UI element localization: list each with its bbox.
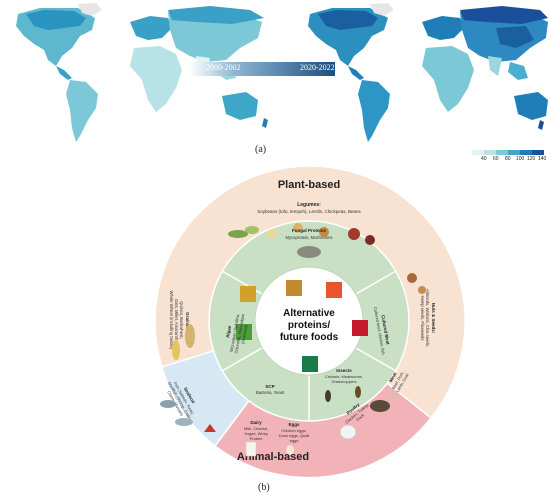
dairy-title: Dairy: [250, 420, 262, 425]
center-title-line2: proteins/: [288, 320, 330, 331]
plant-based-heading: Plant-based: [278, 179, 340, 191]
sdg-icon-2: [240, 286, 256, 302]
dairy-line2: Yogurt, Whey: [244, 431, 268, 436]
grains-illustration: [172, 324, 195, 360]
scp-items: Bacteria, Yeast: [256, 390, 285, 395]
poultry-line2: Duck: [355, 412, 365, 422]
eggs-title: Eggs: [288, 422, 299, 427]
canada-right: [318, 10, 378, 30]
nuts-title: Nuts & Seeds:: [431, 303, 436, 334]
insects-line2: Grasshoppers: [331, 379, 356, 384]
legumes-items: Soybeans (tofu, tempeh), Lentils, Chickp…: [257, 209, 361, 214]
grains-title: Grains:: [185, 312, 190, 328]
grains-line3: Whole Wheat (including Seitan): [169, 291, 174, 350]
year-start-label: 2000-2002: [206, 63, 241, 72]
australia-left: [222, 92, 258, 120]
seafood-illustration: [160, 400, 216, 432]
legend-swatch: [508, 150, 520, 155]
legend-swatch: [532, 150, 544, 155]
central-america-right: [348, 66, 364, 80]
europe-left: [130, 16, 172, 40]
dairy-line1: Milk, Cheese,: [244, 426, 268, 431]
nuts-line2: Hemp seeds, Flaxseeds: [420, 296, 425, 341]
center-title-line1: Alternative: [283, 308, 335, 319]
legend-tick: 80: [505, 156, 511, 162]
russia-left: [168, 6, 264, 24]
legend-tick: 100: [516, 156, 525, 162]
dairy-illustration: [245, 441, 257, 457]
greenland-right: [370, 3, 394, 16]
dairy-line3: Protein: [250, 436, 263, 441]
legend-tick: 140: [538, 156, 547, 162]
legend-tick: 40: [481, 156, 487, 162]
south-america-left: [66, 80, 98, 142]
year-end-label: 2020-2022: [300, 63, 335, 72]
insects-illustration: [325, 386, 361, 402]
cultured-title: Cultured Meat: [380, 315, 390, 346]
legumes-illustration: [228, 223, 375, 245]
meat-illustration: [370, 392, 400, 412]
meat-title: Meat: [388, 371, 398, 383]
algae-title: Algae: [225, 325, 232, 338]
insects-line1: Crickets, Mealworms,: [325, 374, 363, 379]
legend-swatch: [520, 150, 532, 155]
center-title-line3: future foods: [280, 332, 339, 343]
sdg-icon-15: [302, 356, 318, 372]
china-right: [496, 26, 534, 48]
greenland-left: [78, 3, 102, 16]
grains-line1: Quinoa, Buckwheat,: [179, 301, 184, 338]
insects-title: Insects: [336, 368, 352, 373]
australia-right: [514, 92, 548, 120]
europe-right: [422, 16, 464, 40]
nz-left: [262, 118, 268, 128]
protein-wheel: Alternative proteins/ future foods Plant…: [154, 165, 466, 479]
legend-tick: 60: [493, 156, 499, 162]
nuts-illustration: [407, 273, 426, 294]
eggs-line1: Chicken eggs,: [281, 428, 306, 433]
time-arrow: [190, 62, 335, 76]
south-america-right: [358, 80, 390, 142]
map-2020-2022: [308, 3, 548, 142]
eggs-line3: eggs: [290, 438, 299, 443]
se-asia-right: [508, 62, 528, 80]
legend-tick: 120: [527, 156, 536, 162]
poultry-illustration: [339, 424, 357, 440]
legend-swatch: [496, 150, 508, 155]
sdg-icon-14: [352, 320, 368, 336]
fungal-title: Fungal Proteins: [292, 228, 327, 233]
scp-title: SCP: [265, 384, 274, 389]
central-america-left: [56, 66, 72, 80]
panel-b-label: (b): [258, 482, 270, 493]
world-maps: [16, 3, 548, 142]
nuts-line1: Almonds, Walnuts, Chia seeds,: [425, 289, 430, 347]
map-2000-2002: [16, 3, 268, 142]
sdg-icon-12: [286, 280, 302, 296]
grains-line2: Oats, Millet, Amaranth,: [174, 299, 179, 341]
legumes-title: Legumes:: [297, 202, 321, 208]
russia-right: [460, 6, 548, 24]
fungal-items: Mycoprotein, Mushrooms: [285, 235, 332, 240]
nz-right: [538, 120, 544, 130]
africa-right: [422, 46, 474, 112]
legend-swatch: [484, 150, 496, 155]
sdg-icon-3: [236, 324, 252, 340]
eggs-line2: Duck eggs, Quail: [279, 433, 310, 438]
algae-line1: Microalgae (Spirulina,: [229, 313, 241, 352]
legend-swatch: [472, 150, 484, 155]
panel-a-label: (a): [255, 144, 267, 155]
sdg-icon-13: [326, 282, 342, 298]
india-right: [488, 56, 502, 76]
color-legend: 40 60 80 100 120 140: [472, 150, 547, 162]
canada-left: [26, 10, 86, 30]
algae-line3: (Seaweed): [240, 324, 248, 345]
mushroom-illustration: [297, 246, 321, 258]
egg-illustration: [286, 445, 294, 455]
africa-left: [130, 46, 182, 112]
